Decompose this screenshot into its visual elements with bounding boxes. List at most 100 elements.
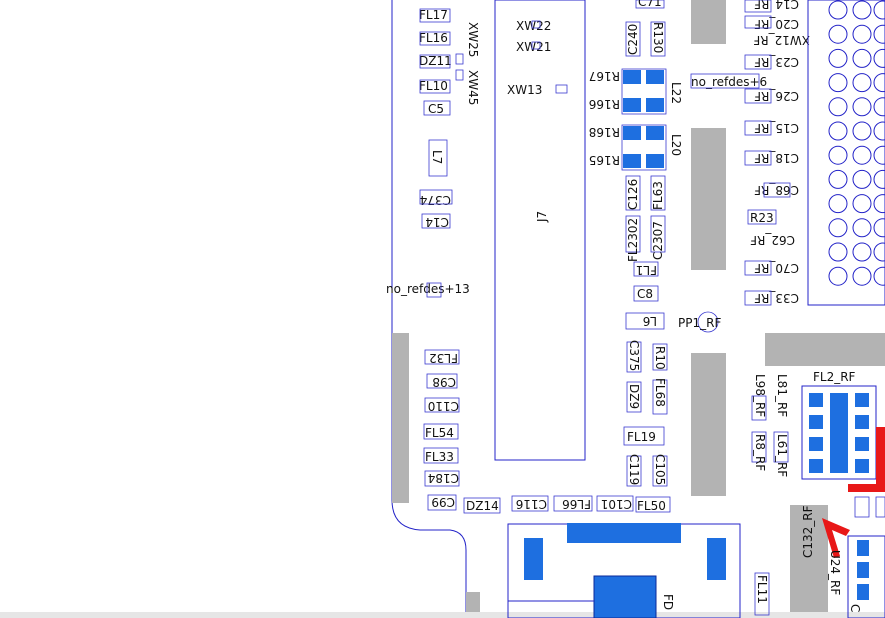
fl54-label: FL54 bbox=[425, 426, 454, 440]
fl66-label: FL66 bbox=[562, 497, 591, 511]
bga-hole bbox=[852, 121, 872, 141]
c8-box bbox=[633, 285, 659, 302]
l6-label: L6 bbox=[643, 314, 657, 328]
fl2-rf-pad-7 bbox=[855, 437, 869, 451]
xw13-pad bbox=[555, 84, 568, 94]
fl2-rf-pad-4 bbox=[809, 459, 823, 473]
c2307-box bbox=[650, 215, 666, 253]
j7-label: J7 bbox=[535, 211, 549, 223]
xw21-pad bbox=[531, 41, 541, 50]
bga-hole bbox=[828, 242, 848, 262]
bga-hole bbox=[873, 48, 885, 68]
c126-label: C126 bbox=[626, 179, 640, 210]
c99-label: C99 bbox=[431, 495, 455, 509]
c105-box bbox=[652, 455, 668, 487]
r23-label: R23 bbox=[750, 211, 774, 225]
fl2302-box bbox=[625, 215, 641, 253]
l61-rf-label: L61_RF bbox=[775, 434, 789, 477]
bga-hole bbox=[873, 266, 885, 286]
c184-box bbox=[424, 470, 460, 487]
no-refdes13-label: no_refdes+13 bbox=[386, 282, 470, 296]
bottom-connector-pad-right bbox=[707, 538, 726, 580]
c116-label: C116 bbox=[516, 497, 547, 511]
bga-hole bbox=[873, 194, 885, 214]
r168-pad-a bbox=[623, 126, 641, 140]
fl2-rf-pad-2 bbox=[809, 415, 823, 429]
fl19-label: FL19 bbox=[627, 430, 656, 444]
pp1-rf-testpoint bbox=[697, 311, 719, 333]
bga-hole bbox=[852, 145, 872, 165]
c15-rf-box bbox=[744, 120, 772, 136]
fl2-rf-pad-5 bbox=[855, 393, 869, 407]
no-refdes13-pad bbox=[426, 282, 442, 298]
bga-hole bbox=[852, 194, 872, 214]
c101-label: C101 bbox=[601, 497, 632, 511]
c15-rf-label: C15_RF bbox=[754, 121, 799, 135]
dz11-label: DZ11 bbox=[419, 54, 452, 68]
fl1-label: FL1 bbox=[636, 263, 657, 277]
bga-hole bbox=[873, 0, 885, 20]
r167-pad-b bbox=[646, 70, 664, 84]
c-small-label: C bbox=[848, 604, 862, 612]
c20-rf-box bbox=[744, 15, 772, 29]
c240-box bbox=[625, 21, 641, 57]
fl16-box bbox=[419, 31, 451, 46]
u24-rf-pad-1 bbox=[857, 540, 869, 556]
j7-outline bbox=[494, 0, 586, 461]
fl16-label: FL16 bbox=[419, 31, 448, 45]
fl10-label: FL10 bbox=[419, 79, 448, 93]
c62-rf-label: C62_RF bbox=[750, 233, 795, 247]
keepout-top-mid bbox=[691, 0, 726, 44]
no-refdes6-box bbox=[690, 73, 760, 89]
fl32-box bbox=[424, 349, 460, 365]
fl2-rf-pad-6 bbox=[855, 415, 869, 429]
c14-label: C14 bbox=[425, 215, 449, 229]
fl2-rf-pad-8 bbox=[855, 459, 869, 473]
l20-outline bbox=[621, 124, 667, 171]
fl32-label: FL32 bbox=[429, 351, 458, 365]
l22-label: L22 bbox=[669, 82, 683, 104]
r130-label: R130 bbox=[651, 22, 665, 53]
u24-rf-pad-2 bbox=[857, 562, 869, 578]
fl17-box bbox=[419, 8, 451, 23]
bga-hole bbox=[828, 24, 848, 44]
bottom-connector-bar bbox=[567, 523, 681, 543]
fd-pad bbox=[593, 575, 657, 618]
c375-box bbox=[626, 341, 642, 373]
no-refdes6-label: no_refdes+6 bbox=[691, 75, 767, 89]
c105-label: C105 bbox=[653, 454, 667, 485]
xw13-label: XW13 bbox=[507, 83, 542, 97]
keepout-right-bottom bbox=[790, 505, 828, 618]
fl50-box bbox=[635, 496, 671, 513]
keepout-left bbox=[392, 333, 409, 503]
dz9-box bbox=[626, 381, 642, 413]
c18-rf-label: C18_RF bbox=[754, 151, 799, 165]
fl11-box bbox=[754, 572, 770, 616]
red-highlight-arrow bbox=[822, 518, 850, 558]
bga-hole bbox=[852, 24, 872, 44]
r130-box bbox=[650, 21, 666, 57]
bga-hole bbox=[873, 97, 885, 117]
c240-label: C240 bbox=[626, 24, 640, 55]
c116-box bbox=[511, 495, 549, 512]
u24-rf-pad-3 bbox=[857, 584, 869, 600]
c184-label: C184 bbox=[428, 471, 459, 485]
c374-label: C374 bbox=[420, 193, 451, 207]
c101-box bbox=[596, 495, 634, 512]
c14-rf-label: C14_RF bbox=[754, 0, 799, 11]
xw45-label: XW45 bbox=[466, 70, 480, 105]
pp1-rf-label: PP1_RF bbox=[678, 316, 721, 330]
fl1-box bbox=[633, 261, 659, 277]
fl50-label: FL50 bbox=[637, 499, 666, 513]
r8-rf-box bbox=[751, 431, 767, 463]
red-highlight-1 bbox=[876, 427, 885, 489]
c18-rf-box bbox=[744, 150, 772, 166]
fl68-box bbox=[652, 379, 668, 415]
u24-rf-label: U24_RF bbox=[828, 550, 842, 595]
dz11-box bbox=[419, 54, 451, 69]
c5-box bbox=[423, 100, 451, 116]
c110-label: C110 bbox=[428, 399, 459, 413]
c99-box bbox=[427, 494, 457, 511]
bga-hole bbox=[873, 121, 885, 141]
